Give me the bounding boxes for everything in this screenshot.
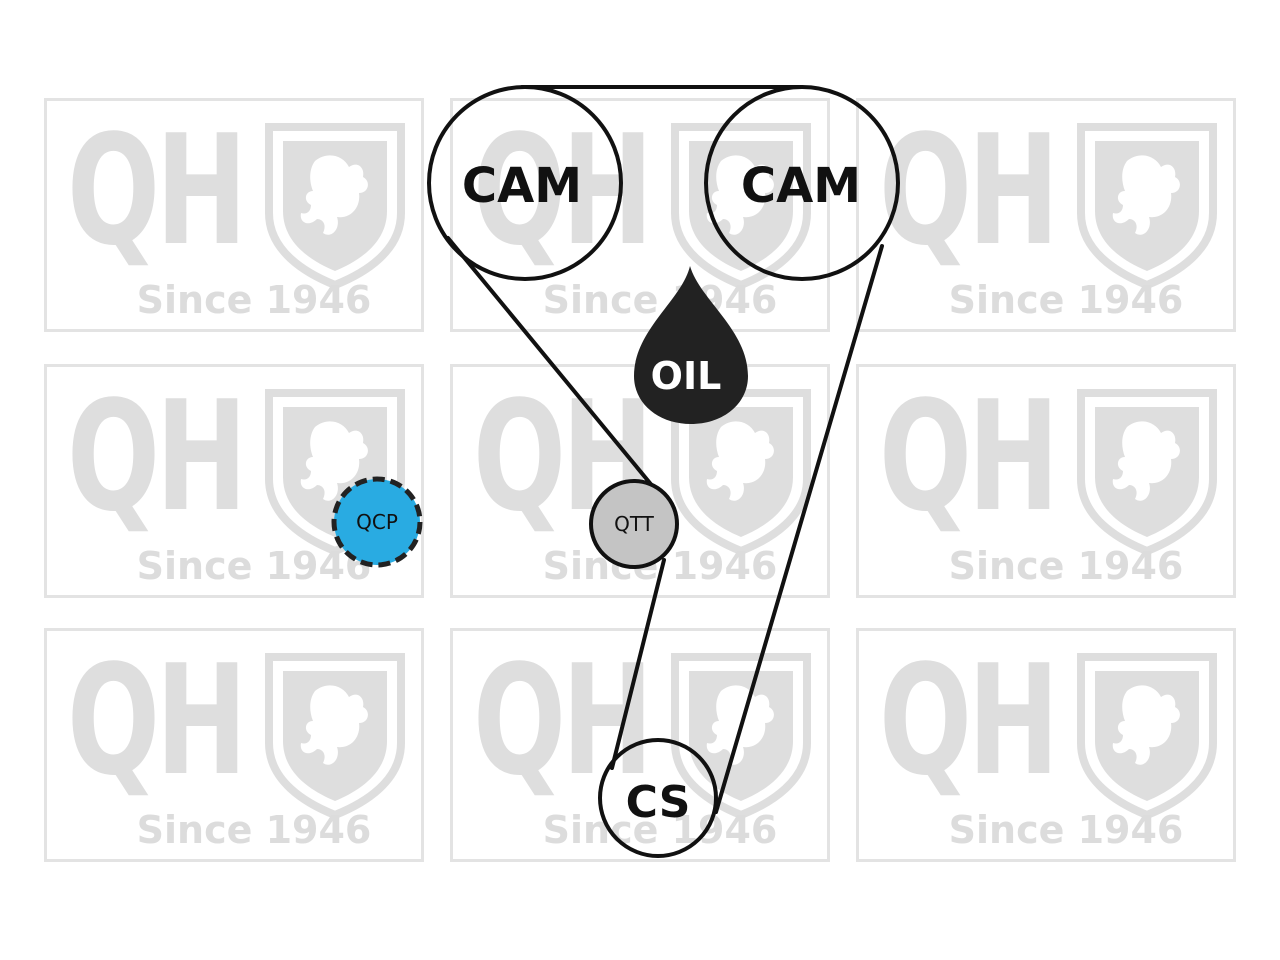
watermark-since: Since 1946 xyxy=(948,544,1184,588)
watermark-tile: QH Since 1946 xyxy=(44,98,424,332)
watermark-logo-letters: QH xyxy=(473,102,653,279)
watermark-since: Since 1946 xyxy=(136,544,372,588)
water-pump-label: QCP xyxy=(356,510,398,534)
oil-label: OIL xyxy=(651,354,722,398)
crankshaft-label: CS xyxy=(626,777,691,828)
shield-dragon-icon xyxy=(265,123,405,289)
watermark-tile: QH Since 1946 xyxy=(450,628,830,862)
watermark-logo-letters: QH xyxy=(67,632,247,809)
belt-left-strand xyxy=(446,236,670,507)
tensioner-label: QTT xyxy=(614,512,655,536)
shield-dragon-icon xyxy=(265,653,405,819)
watermark-since: Since 1946 xyxy=(136,808,372,852)
watermark-logo-letters: QH xyxy=(67,102,247,279)
watermark-since: Since 1946 xyxy=(542,808,778,852)
watermark-since: Since 1946 xyxy=(136,278,372,322)
shield-dragon-icon xyxy=(1077,389,1217,555)
belt-tensioner-strand xyxy=(610,558,666,770)
cam-pulley-right xyxy=(704,85,900,281)
timing-belt xyxy=(446,85,884,814)
crankshaft-pulley xyxy=(598,738,718,858)
watermark-since: Since 1946 xyxy=(948,808,1184,852)
shield-dragon-icon xyxy=(671,123,811,289)
shield-dragon-icon xyxy=(671,653,811,819)
watermark-logo-letters: QH xyxy=(879,102,1059,279)
watermark-tile: QH Since 1946 xyxy=(856,364,1236,598)
shield-dragon-icon xyxy=(671,389,811,555)
watermark-logo-letters: QH xyxy=(879,368,1059,545)
tensioner-pulley xyxy=(589,479,679,569)
watermark-tile: QH Since 1946 xyxy=(450,98,830,332)
shield-dragon-icon xyxy=(1077,123,1217,289)
watermark-tile: QH Since 1946 xyxy=(856,98,1236,332)
shield-dragon-icon xyxy=(1077,653,1217,819)
cam-label-right: CAM xyxy=(741,158,861,214)
watermark-since: Since 1946 xyxy=(542,278,778,322)
watermark-since: Since 1946 xyxy=(948,278,1184,322)
watermark-tile: QH Since 1946 xyxy=(44,628,424,862)
cam-label-left: CAM xyxy=(462,158,582,214)
belt-right-strand xyxy=(714,244,884,814)
watermark-tile: QH Since 1946 xyxy=(856,628,1236,862)
watermark-logo-letters: QH xyxy=(879,632,1059,809)
watermark-logo-letters: QH xyxy=(67,368,247,545)
cam-pulley-left xyxy=(427,85,623,281)
water-pump-pulley xyxy=(331,476,423,568)
oil-drop-icon xyxy=(634,266,748,424)
